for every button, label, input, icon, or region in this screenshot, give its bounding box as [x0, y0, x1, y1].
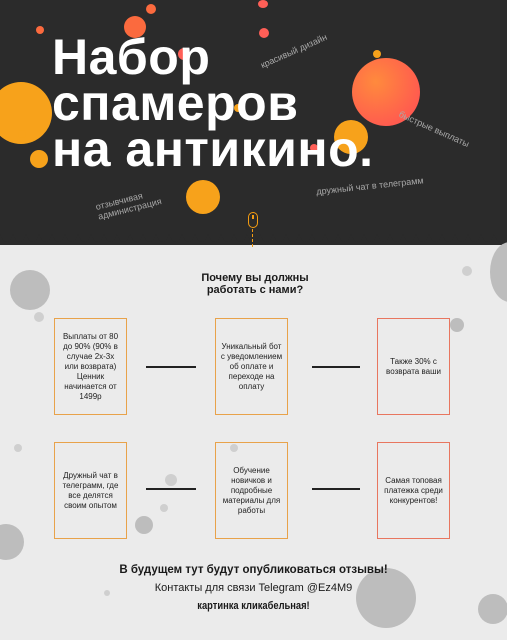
decor-gray-dot [104, 590, 110, 596]
decor-gray-dot [34, 312, 44, 322]
feature-card-text: Обучение новичков и подробные материалы … [222, 465, 281, 515]
feature-card-training: Обучение новичков и подробные материалы … [215, 442, 288, 539]
tag-chat: дружный чат в телеграмм [315, 175, 425, 197]
decor-dot [186, 180, 220, 214]
section-heading-line: работать с нами? [206, 284, 304, 296]
decor-dot [352, 58, 420, 126]
feature-card-chat: Дружный чат в телеграмм, где все делятся… [54, 442, 127, 539]
feature-card-text: Самая топовая платежка среди конкурентов… [384, 475, 443, 505]
decor-gray-dot [160, 504, 168, 512]
mouse-scroll-icon [248, 212, 258, 228]
feature-card-text: Выплаты от 80 до 90% (90% в случае 2х-3х… [62, 331, 119, 401]
tag-payouts: быстрые выплаты [397, 108, 471, 150]
scroll-indicator-line [252, 229, 253, 247]
decor-dot [178, 48, 190, 60]
decor-dot [18, 130, 26, 138]
feature-card-payments: Самая топовая платежка среди конкурентов… [377, 442, 450, 539]
hero-title-line: на антикино. [52, 121, 374, 177]
decor-dot [146, 4, 156, 14]
decor-dot [234, 104, 242, 112]
decor-dot [36, 26, 44, 34]
decor-dot [124, 16, 146, 38]
decor-dot [0, 82, 52, 144]
decor-dot [258, 0, 268, 8]
decor-dot [373, 50, 381, 58]
feature-card-text: Также 30% с возврата ваши [386, 356, 441, 376]
decor-dot [259, 28, 269, 38]
decor-gray-dot [14, 444, 22, 452]
decor-gray-dot [0, 524, 24, 560]
feature-card-text: Дружный чат в телеграмм, где все делятся… [62, 470, 119, 510]
contacts-link[interactable]: Контакты для связи Telegram @Ez4M9 [154, 582, 353, 594]
tag-admin: отзывчивая администрация [95, 186, 163, 222]
decor-gray-dot [135, 516, 153, 534]
decor-gray-dot [478, 594, 507, 624]
decor-gray-dot [356, 568, 416, 628]
decor-gray-dot [230, 444, 238, 452]
feature-card-payouts: Выплаты от 80 до 90% (90% в случае 2х-3х… [54, 318, 127, 415]
connector-line [146, 366, 196, 368]
clickable-note[interactable]: картинка кликабельная! [197, 600, 310, 612]
hero-title: Набор спамеров на антикино. [52, 29, 374, 177]
decor-gray-dot [462, 266, 472, 276]
connector-line [312, 488, 360, 490]
connector-line [312, 366, 360, 368]
decor-dot [30, 150, 48, 168]
decor-dot [334, 120, 368, 154]
decor-gray-dot [165, 474, 177, 486]
hero-title-line: Набор [52, 29, 211, 85]
decor-dot [310, 144, 318, 152]
hero-title-line: спамеров [52, 75, 299, 131]
section-heading-line: Почему вы должны [201, 272, 309, 284]
decor-gray-dot [450, 318, 464, 332]
feature-card-text: Уникальный бот с уведомлением об оплате … [220, 341, 283, 391]
feature-card-refund: Также 30% с возврата ваши [377, 318, 450, 415]
wave-divider [0, 220, 507, 242]
reviews-note: В будущем тут будут опубликоваться отзыв… [119, 564, 388, 576]
section-heading: Почему вы должны работать с нами? [150, 272, 360, 296]
decor-gray-dot [10, 270, 50, 310]
connector-line [146, 488, 196, 490]
hero-banner: Набор спамеров на антикино. красивый диз… [0, 0, 507, 245]
feature-card-bot: Уникальный бот с уведомлением об оплате … [215, 318, 288, 415]
decor-gray-dot [490, 242, 507, 302]
